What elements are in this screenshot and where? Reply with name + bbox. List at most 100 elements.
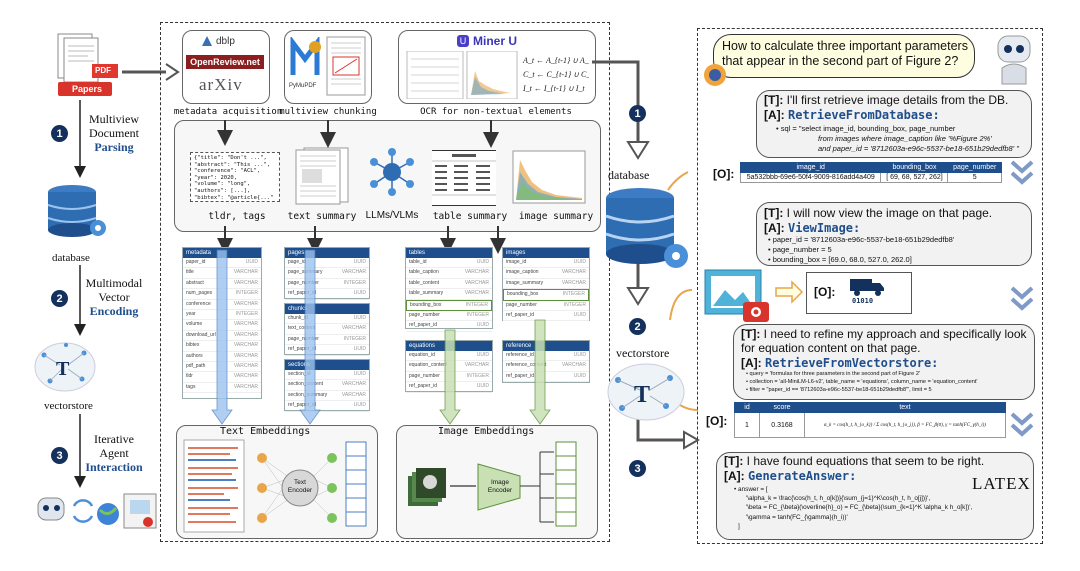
text-embeddings-title: Text Embeddings	[220, 426, 311, 437]
field: equation_id	[409, 352, 435, 358]
obs-1-table: image_id bounding_box page_number 5a532b…	[739, 162, 1002, 183]
param-line: • query = 'formulas for three parameters…	[746, 371, 921, 377]
pdf-badge: PDF	[95, 66, 111, 75]
answer-line: '\gamma = tanh(FC_{\gamma}(h_i))'	[746, 513, 848, 521]
step-2-text: Multimodal Vector Encoding	[74, 276, 154, 318]
type: INTEGER	[235, 290, 258, 297]
truck-icon	[850, 279, 884, 296]
step-1-line2: Document	[89, 126, 139, 140]
left-flow-arrows	[74, 63, 180, 488]
type: UUID	[353, 346, 366, 353]
type: UUID	[573, 352, 586, 358]
field: page_number	[288, 279, 319, 286]
field: ref_paper_id	[288, 346, 317, 353]
answer-line: '\beta = FC_{\beta}(\overline{h}_o) = FC…	[746, 504, 973, 512]
turn-1-sql: • sql = "select image_id, bounding_box, …	[776, 124, 1019, 154]
turn-1-bubble	[756, 90, 1032, 158]
type: INTEGER	[343, 279, 366, 286]
param-text: filter = "paper_id == '8712603a-e96c-553…	[749, 387, 932, 393]
stage-label-chunking: multiview chunking	[279, 107, 377, 117]
connector-database-label: database	[608, 168, 650, 182]
table-cell: 5	[947, 172, 1002, 183]
connector-step-2: 2	[629, 318, 646, 335]
param-line: • bounding_box = [69.0, 68.0, 527.0, 262…	[768, 255, 912, 264]
json-line: {"title": "Don't ...",	[194, 155, 267, 161]
table-header-row: image_id bounding_box page_number	[739, 162, 1002, 173]
field: ref_paper_id	[288, 402, 317, 409]
obs-2-tag: [O]:	[814, 285, 836, 299]
field: title	[186, 269, 194, 276]
json-line: "volume": "long",	[194, 181, 251, 188]
field: pdf_path	[186, 362, 206, 369]
field: paper_id	[186, 259, 206, 265]
step-3-line2: Agent	[99, 446, 129, 460]
ocr-box: U Miner U A_t ← A_{t-1} ∪ A_t C_t ← C_{t…	[398, 30, 596, 104]
type: UUID	[353, 402, 366, 409]
json-line: "year": 2020,	[194, 174, 238, 181]
turn-3-bubble	[733, 324, 1035, 400]
stage-label-metadata: metadata acquisition	[173, 107, 283, 117]
param-text: query = 'formulas for three parameters i…	[749, 371, 921, 377]
schema-row: page_number INTEGER	[285, 279, 369, 290]
field: equation_content	[409, 362, 448, 369]
type: UUID	[476, 352, 489, 358]
type: VARCHAR	[464, 279, 489, 286]
schema-images-title: images	[503, 248, 589, 258]
type: VARCHAR	[341, 391, 366, 398]
svg-text:T: T	[56, 358, 70, 380]
step-2-bold: Encoding	[89, 304, 139, 318]
field: reference_id	[506, 352, 534, 358]
field: table_summary	[409, 290, 444, 297]
schema-row: reference_id UUID	[503, 351, 589, 362]
obs-3-tag: [O]:	[706, 414, 728, 428]
turn-4-bubble	[716, 452, 1034, 540]
field: ref_paper_id	[506, 372, 535, 379]
image-encoder-label: Image Encoder	[487, 479, 513, 494]
turn-3-thought: [T]: I need to refine my approach and sp…	[741, 327, 1031, 355]
header-cell: score	[759, 402, 805, 413]
type: UUID	[573, 259, 586, 265]
header-cell: image_id	[739, 162, 882, 173]
answer-text: answer = [	[738, 486, 768, 493]
type: VARCHAR	[233, 342, 258, 349]
table-cell: 5a532bbb-69e6-50f4-9009-816add4a409	[739, 172, 882, 183]
table-cell: α_k = cos(h_t, h_{o_k}) / Σ cos(h_t, h_{…	[804, 412, 1006, 438]
arxiv-logo: arXiv	[199, 75, 243, 94]
thought-tag: [T]:	[764, 93, 784, 107]
svg-text:I_t ← I_{t-1} ∪ I_t: I_t ← I_{t-1} ∪ I_t	[522, 84, 585, 93]
field: table_caption	[409, 269, 439, 276]
field: reference_content	[506, 362, 547, 369]
action-tag: [A]:	[764, 108, 785, 122]
turn-3-params: • query = 'formulas for three parameters…	[746, 370, 977, 394]
metadata-sources-box: dblp OpenReview.net arXiv	[182, 30, 270, 104]
label-llms: LLMs/VLMs	[365, 210, 419, 221]
action-name: RetrieveFromVectorstore:	[765, 356, 939, 370]
field: bounding_box	[410, 301, 442, 308]
left-vectorstore-icon: T	[30, 335, 100, 397]
type: INTEGER	[466, 372, 489, 379]
pointer-arrow	[775, 280, 804, 304]
left-vectorstore-label: vectorstore	[44, 400, 93, 412]
metadata-json-snippet: {"title": "Don't ...", "abstract": "This…	[190, 152, 280, 202]
param-text: bounding_box = [69.0, 68.0, 527.0, 262.0…	[772, 255, 912, 264]
type: UUID	[476, 259, 489, 265]
turn-2-params: • paper_id = '8712603a-e96c-5537-be18-65…	[768, 235, 954, 265]
agent-loop-icon	[30, 488, 160, 536]
chevron-down-icon	[1010, 160, 1034, 185]
step-1-badge: 1	[51, 125, 68, 142]
type: UUID	[476, 383, 489, 390]
thought-text: I need to refine my approach and specifi…	[741, 327, 1027, 355]
type: UUID	[353, 315, 366, 321]
action-tag: [A]:	[724, 469, 745, 483]
binary-text: 01010	[852, 297, 874, 305]
step-3-badge: 3	[51, 447, 68, 464]
